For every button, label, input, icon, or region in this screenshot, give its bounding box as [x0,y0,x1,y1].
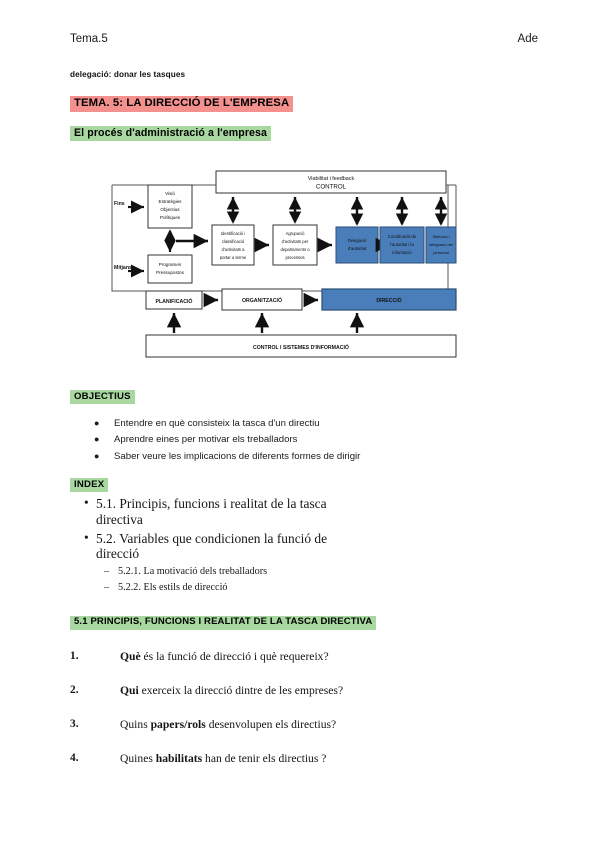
header-right-text: Ade [517,33,538,45]
question-text-rest: han de tenir els directius ? [202,752,327,765]
index-item-level2: –5.2.1. La motivació dels treballadors [84,565,370,578]
diagram-ident-l3: d'activitats a [222,247,246,252]
diagram-vision-l3: Objectius [160,207,180,212]
index-item-label: 5.1. Principis, funcions i realitat de l… [96,496,327,527]
diagram-selec-l2: integració del [429,242,453,247]
question-text-rest: exerceix la direcció dintre de les empre… [138,684,344,697]
question-keyword: Què [120,650,141,663]
diagram-agrup-l3: departaments o [280,247,310,252]
question-text: Qui exerceix la direcció dintre de les e… [120,684,343,697]
question-keyword: papers/rols [150,718,206,731]
diagram-vision-l1: Visió [165,191,175,196]
diagram-ident-l2: classificació [222,239,245,244]
question-number: 2. [70,684,79,696]
section-51-heading-text: 5.1 PRINCIPIS, FUNCIONS I REALITAT DE LA… [70,616,377,630]
question-number: 4. [70,752,79,764]
diagram-vision-l4: Polítiques [160,215,181,220]
diagram-row-control: CONTROL I SISTEMES D'INFORMACIÓ [253,343,349,351]
diagram-deleg-l1: Delegació [348,238,367,243]
page-header: Tema.5 Ade [70,33,538,45]
diagram-row-direccio: DIRECCIÓ [376,296,401,304]
section-51-heading: 5.1 PRINCIPIS, FUNCIONS I REALITAT DE LA… [70,616,377,630]
bullet-icon: ● [94,450,100,461]
objectius-list: ● Entendre en què consisteix la tasca d'u… [88,418,360,467]
page-title-text: TEMA. 5: LA DIRECCIÓ DE L'EMPRESA [70,96,294,112]
question-text-prefix: Quines [120,752,156,765]
question-row: 2. Qui exerceix la direcció dintre de les… [70,684,510,718]
objectius-item: ● Entendre en què consisteix la tasca d'u… [88,418,360,430]
index-list: • 5.1. Principis, funcions i realitat de … [70,495,370,594]
page-subtitle-text: El procés d'administració a l'empresa [70,126,272,142]
dash-icon: – [104,566,110,578]
question-text-rest: és la funció de direcció i què requereix… [140,650,329,663]
diagram-row-organitzacio: ORGANITZACIÓ [242,296,282,304]
page-subtitle: El procés d'administració a l'empresa [70,126,272,142]
diagram-selec-l3: personal [433,250,448,255]
diagram-ident-l1: Identificació i [221,231,245,236]
diagram-programes-l1: Programes [159,262,182,267]
diagram-ident-l4: portar a terme [220,255,247,260]
question-number: 3. [70,718,79,730]
question-text: Quines habilitats han de tenir els direc… [120,752,326,765]
question-text-prefix: Quins [120,718,151,731]
index-block: • 5.1. Principis, funcions i realitat de … [70,495,370,596]
dash-icon: – [104,581,110,593]
diagram-programes-l2: Pressupostos [156,270,185,275]
diagram-deleg-l2: d'autoritat [348,246,367,251]
diagram-coord-l2: l'autoritat i la [390,242,414,247]
handwritten-note: delegació: donar les tasques [70,70,186,79]
objectius-item-label: Aprendre eines per motivar els treballad… [114,434,298,446]
diagram-vision-l2: Estratègies [159,199,183,204]
diagram-selec-l1: Selecció i [432,234,449,239]
diagram-label-mitjans: Mitjans [114,265,132,271]
objectius-item: ● Aprendre eines per motivar els treballa… [88,434,360,446]
bullet-icon: • [84,529,89,545]
administration-process-diagram: Viabilitat i feedback CONTROL Visió Estr… [108,163,460,363]
diagram-coord-l1: Coordinació de [388,234,417,239]
index-item-level2: –5.2.2. Els estils de direcció [84,581,370,594]
diagram-agrup-l4: processos [285,255,304,260]
diagram-control-line2: CONTROL [316,184,347,191]
bullet-icon: • [84,495,89,510]
index-item-level1: • 5.2. Variables que condicionen la funci… [84,529,370,563]
page-title: TEMA. 5: LA DIRECCIÓ DE L'EMPRESA [70,96,294,112]
index-item-label: 5.2.1. La motivació dels treballadors [118,566,268,578]
bullet-icon: ● [94,418,100,428]
bullet-icon: ● [94,434,100,445]
question-keyword: Qui [120,684,139,697]
objectius-item-label: Entendre en què consisteix la tasca d'un… [114,418,320,429]
objectius-heading-text: OBJECTIUS [70,390,135,405]
objectius-heading: OBJECTIUS [70,390,135,405]
question-row: 1. Què és la funció de direcció i què req… [70,650,510,684]
question-row: 3. Quins papers/rols desenvolupen els dir… [70,718,510,752]
index-item-label: 5.2.2. Els estils de direcció [118,581,228,593]
header-left-text: Tema.5 [70,33,108,45]
objectius-item: ● Saber veure les implicacions de diferen… [88,451,360,463]
diagram-control-line1: Viabilitat i feedback [308,176,355,182]
question-row: 4. Quines habilitats han de tenir els dir… [70,752,510,786]
index-item-label: 5.2. Variables que condicionen la funció… [96,530,328,562]
objectius-item-label: Saber veure les implicacions de diferent… [114,450,361,462]
diagram-label-fins: Fins [114,201,125,207]
diagram-row-planificacio: PLANIFICACIÓ [156,297,193,305]
question-number: 1. [70,650,79,662]
diagram-agrup-l1: Agrupació [286,231,306,236]
question-text-rest: desenvolupen els directius? [205,718,337,731]
index-heading-text: INDEX [70,478,109,493]
question-keyword: habilitats [155,752,203,765]
question-text: Quins papers/rols desenvolupen els direc… [120,718,336,731]
diagram-coord-l3: informació [392,250,412,255]
index-item-level1: • 5.1. Principis, funcions i realitat de … [84,495,370,528]
index-heading: INDEX [70,478,109,493]
question-text: Què és la funció de direcció i què reque… [120,650,329,663]
questions-list: 1. Què és la funció de direcció i què req… [70,650,510,786]
diagram-agrup-l2: d'activitats per [282,239,309,244]
